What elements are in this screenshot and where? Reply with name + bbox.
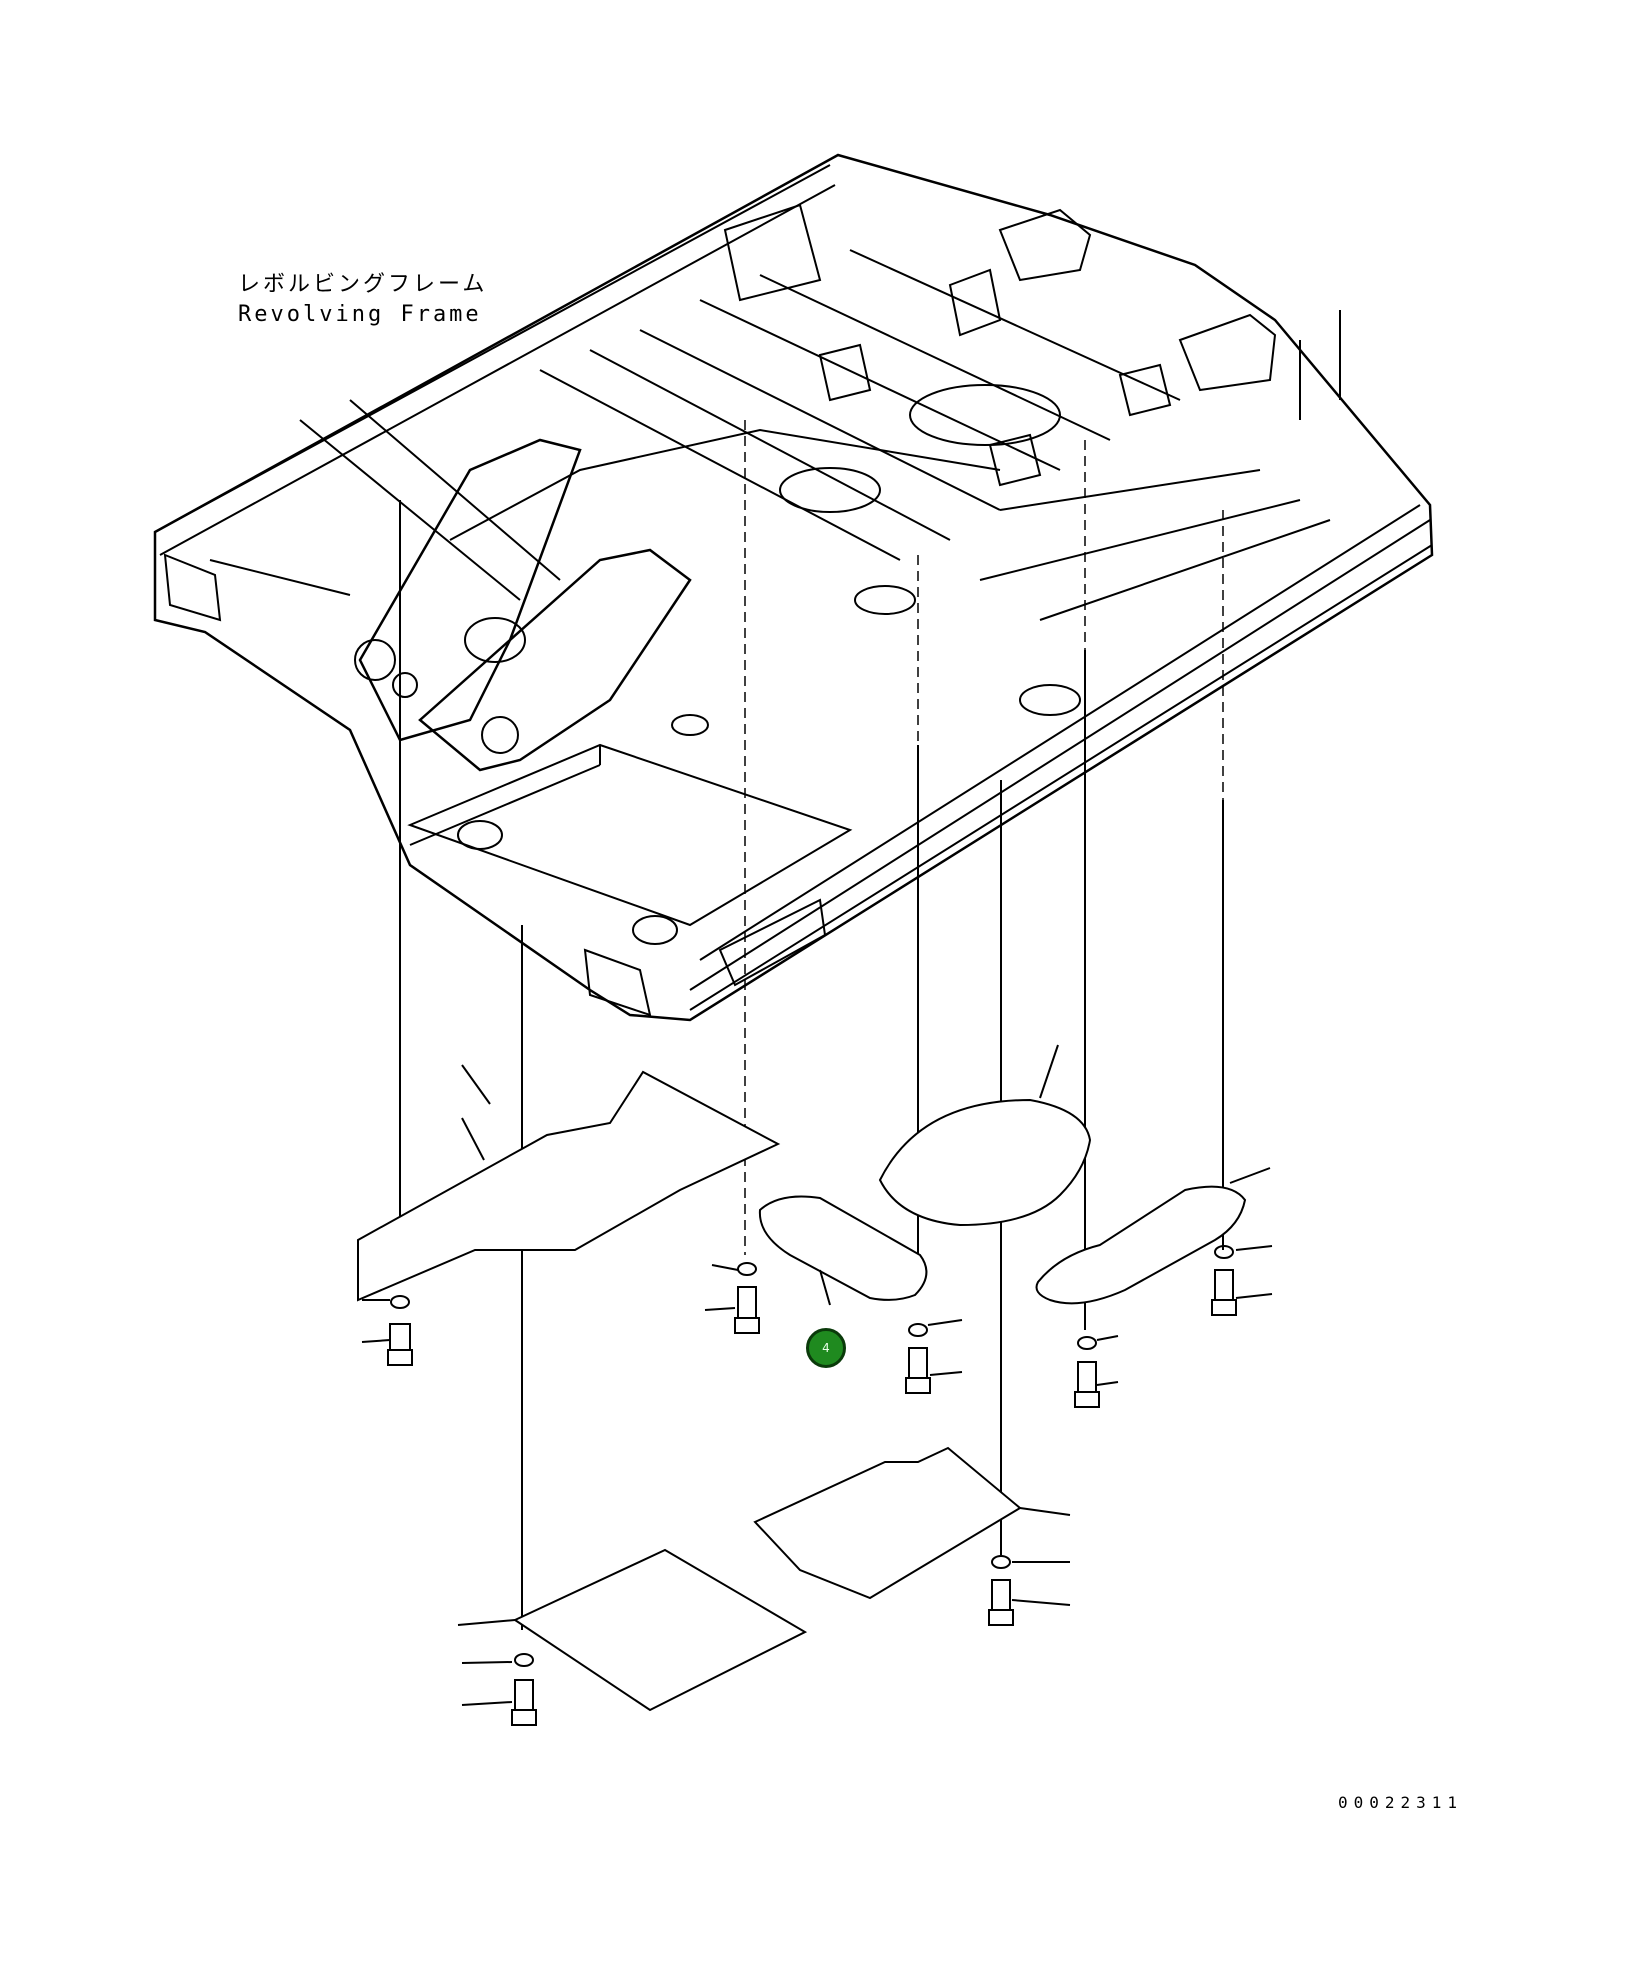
bolt-icon-group (361, 1245, 1273, 1726)
assembly-label-japanese: レボルビングフレーム (238, 272, 488, 297)
assembly-lines (399, 420, 1224, 1630)
document-number: 00022311 (1338, 1793, 1464, 1812)
revolving-frame (153, 153, 1434, 1022)
part-callout-4[interactable]: 4 (806, 1328, 846, 1368)
assembly-label: レボルビングフレーム Revolving Frame (238, 270, 487, 330)
assembly-label-english: Revolving Frame (238, 302, 482, 327)
callout-number: 4 (822, 1341, 830, 1355)
undercover-plates (357, 1044, 1271, 1712)
